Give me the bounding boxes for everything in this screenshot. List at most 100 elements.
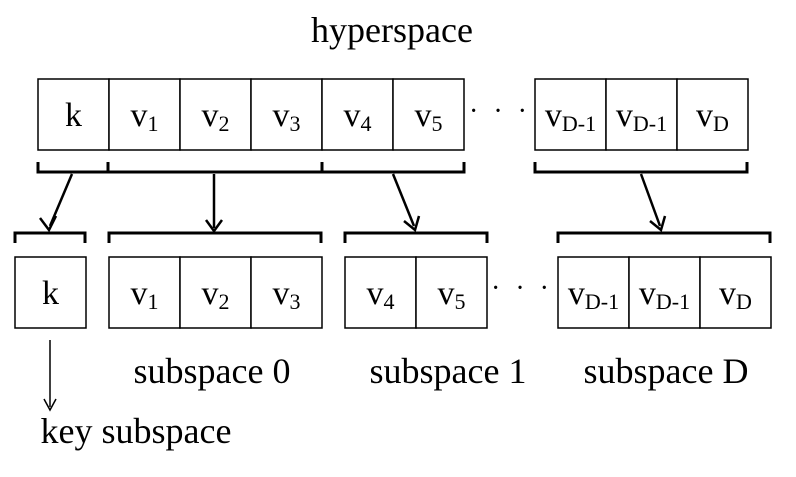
top-cell-1-text: v1 [131, 97, 159, 136]
subspace-0-label: subspace 0 [134, 351, 291, 391]
top-cell-4-box [321, 78, 394, 151]
top-cell-6-subscript: D-1 [562, 111, 596, 136]
group-3-cell-2-symbol: v [719, 275, 736, 312]
bottom-bracket-subspace-1 [343, 231, 489, 243]
group-2-cell-0-box [344, 256, 417, 329]
group-1-cell-0-box [108, 256, 181, 329]
group-0-cell-0: k [14, 256, 87, 329]
group-1-cell-1-text: v2 [202, 275, 230, 314]
arrow-subspace-0-head [204, 219, 224, 234]
top-ellipsis: · · · [469, 96, 531, 127]
top-cell-1-subscript: 1 [148, 111, 159, 136]
group-3-cell-0: vD-1 [557, 256, 630, 329]
split-arrows [39, 173, 667, 234]
group-2-cell-1-symbol: v [438, 275, 455, 312]
group-0-cell-0-symbol: k [42, 275, 59, 312]
group-3-cell-0-box [557, 256, 630, 329]
top-bracket-key [36, 162, 110, 174]
group-2-cell-0-subscript: 4 [384, 289, 395, 314]
top-cell-2-symbol: v [202, 97, 219, 134]
top-cell-4-symbol: v [344, 97, 361, 134]
arrow-key [48, 173, 74, 227]
group-3-cell-2: vD [699, 256, 772, 329]
top-cell-3-box [250, 78, 323, 151]
group-3-cell-1-text: vD-1 [639, 275, 690, 314]
top-bracket-subspace-0 [108, 162, 324, 174]
top-cell-4: v4 [321, 78, 394, 151]
group-1-cell-0-text: v1 [131, 275, 159, 314]
top-cell-6-symbol: v [545, 97, 562, 134]
group-3-cell-1-symbol: v [639, 275, 656, 312]
top-cell-4-text: v4 [344, 97, 372, 136]
group-3-cell-1-box [628, 256, 701, 329]
group-3-cell-0-subscript: D-1 [585, 289, 619, 314]
top-cell-6-text: vD-1 [545, 97, 596, 136]
top-cell-0-symbol: k [65, 97, 82, 134]
top-cell-1-symbol: v [131, 97, 148, 134]
top-cell-5-box [392, 78, 465, 151]
group-1-cell-0: v1 [108, 256, 181, 329]
top-cell-5-text: v5 [415, 97, 443, 136]
top-cell-1-box [108, 78, 181, 151]
group-1-cell-2-box [250, 256, 323, 329]
top-cell-3-symbol: v [273, 97, 290, 134]
diagram-title: hyperspace [311, 10, 473, 50]
top-cell-7-text: vD-1 [616, 97, 667, 136]
group-1-cell-2-symbol: v [273, 275, 290, 312]
arrow-key-head [39, 215, 58, 233]
top-cell-2-text: v2 [202, 97, 230, 136]
top-cell-3: v3 [250, 78, 323, 151]
group-2-cell-0: v4 [344, 256, 417, 329]
top-bracket-subspace-d [533, 162, 749, 174]
group-3-cell-0-text: vD-1 [568, 275, 619, 314]
group-1-cell-2-subscript: 3 [290, 289, 301, 314]
group-2-cell-1-text: v5 [438, 275, 466, 314]
top-cell-2-subscript: 2 [219, 111, 230, 136]
group-1-cell-0-subscript: 1 [148, 289, 159, 314]
top-cell-5: v5 [392, 78, 465, 151]
top-cell-0: k [37, 78, 110, 151]
top-cell-2-box [179, 78, 252, 151]
top-cell-8-text: vD [696, 97, 729, 136]
top-cell-7-box [605, 78, 678, 151]
top-brackets [36, 162, 749, 174]
subspace-1-label: subspace 1 [370, 351, 527, 391]
group-1-cell-0-symbol: v [131, 275, 148, 312]
key-subspace-label: key subspace [41, 411, 232, 451]
group-2-cell-0-text: v4 [367, 275, 395, 314]
top-cell-8-box [676, 78, 749, 151]
top-cell-5-symbol: v [415, 97, 432, 134]
group-3-cell-1: vD-1 [628, 256, 701, 329]
top-cell-0-box [37, 78, 110, 151]
group-3-cell-2-text: vD [719, 275, 752, 314]
top-cell-7-subscript: D-1 [633, 111, 667, 136]
group-1-cell-1-box [179, 256, 252, 329]
group-1-cell-2: v3 [250, 256, 323, 329]
group-2-cell-1-subscript: 5 [455, 289, 466, 314]
top-cell-0-text: k [65, 97, 82, 134]
group-1-cell-1-subscript: 2 [219, 289, 230, 314]
top-cell-8-subscript: D [713, 111, 729, 136]
group-2-cell-1-box [415, 256, 488, 329]
group-2-cell-0-symbol: v [367, 275, 384, 312]
group-0-cell-0-box [14, 256, 87, 329]
group-2-cell-1: v5 [415, 256, 488, 329]
subspace-d-label: subspace D [584, 351, 749, 391]
arrow-subspace-d-head [649, 215, 667, 233]
top-cell-3-subscript: 3 [290, 111, 301, 136]
top-cell-4-subscript: 4 [361, 111, 372, 136]
top-cell-3-text: v3 [273, 97, 301, 136]
bottom-bracket-subspace-0 [107, 231, 323, 243]
arrow-subspace-1-head [403, 215, 421, 233]
bottom-bracket-subspace-d [556, 231, 772, 243]
top-cell-8: vD [676, 78, 749, 151]
bottom-ellipsis: · · · [491, 273, 553, 304]
group-0-cell-0-text: k [42, 275, 59, 312]
group-1-cell-1-symbol: v [202, 275, 219, 312]
group-3-cell-0-symbol: v [568, 275, 585, 312]
group-3-cell-2-box [699, 256, 772, 329]
arrow-subspace-1 [391, 173, 416, 227]
